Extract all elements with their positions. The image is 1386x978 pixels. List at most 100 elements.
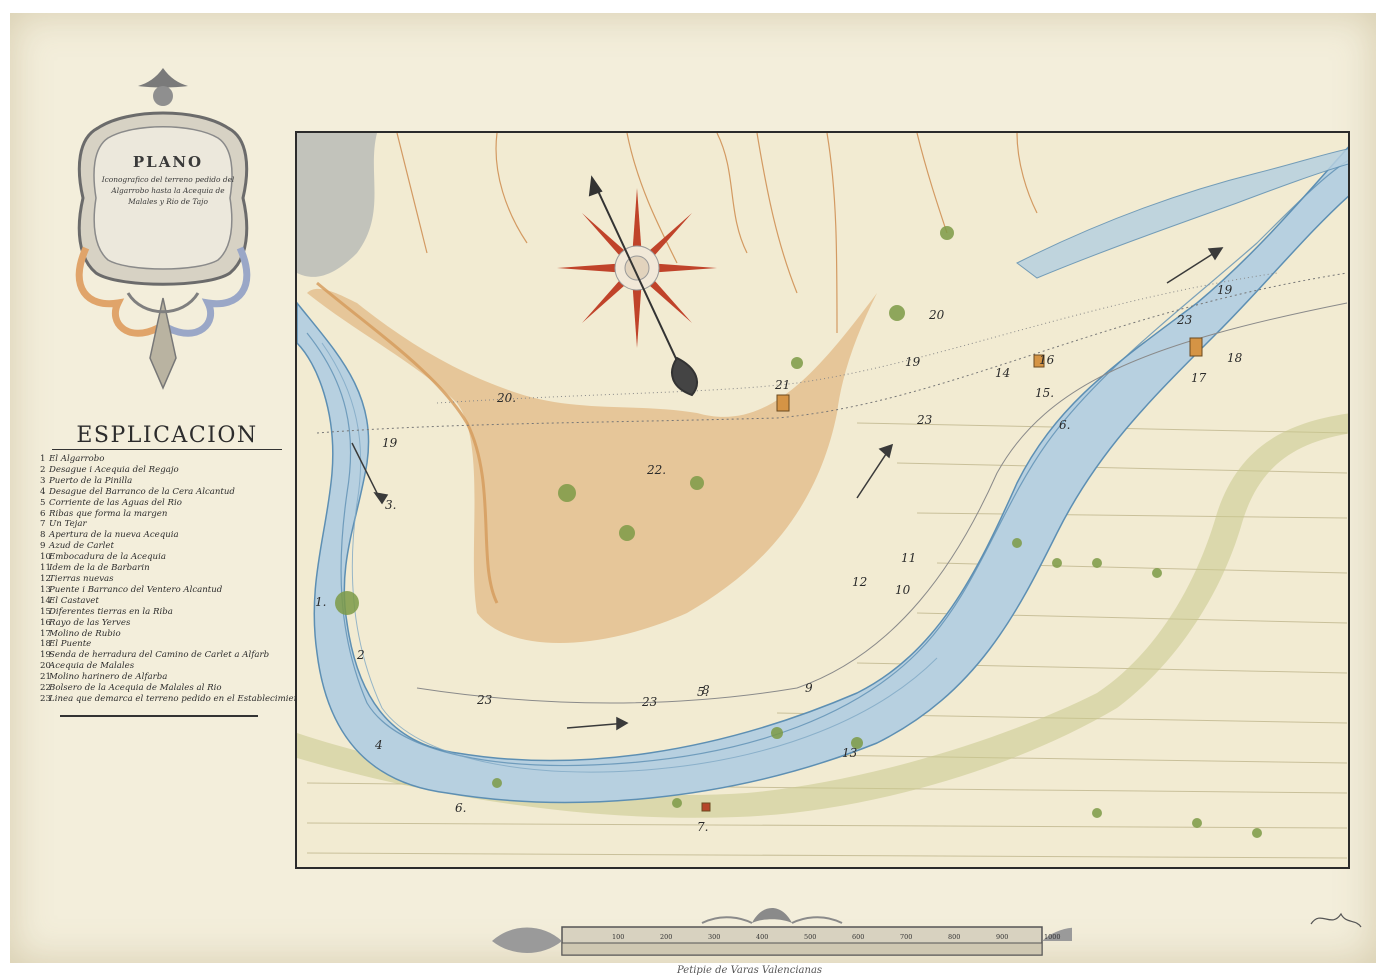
legend-item-text: Idem de la de Barbarin	[49, 563, 150, 574]
legend-item-text: Molino harinero de Alfarba	[49, 672, 168, 683]
legend-item-text: Apertura de la nueva Acequia	[49, 530, 179, 541]
map-label-6b: 6.	[1059, 418, 1071, 432]
legend-item-number: 21	[40, 672, 51, 683]
legend-item-number: 10	[40, 552, 51, 563]
map-label-13: 13	[842, 746, 858, 760]
map-sheet: PLANO Iconografico del terreno pedido de…	[10, 13, 1376, 976]
legend-item-number: 1	[40, 454, 46, 464]
scale-tick-label: 100	[612, 933, 625, 941]
legend-item-text: Embocadura de la Acequia	[49, 552, 166, 563]
legend-item-text: Rayo de las Yerves	[49, 617, 131, 628]
legend-item-text: El Puente	[49, 639, 92, 650]
map-drawing	[297, 133, 1348, 859]
map-label-23b: 23	[642, 695, 658, 709]
map-label-20a: 20.	[497, 391, 517, 405]
legend-item-number: 9	[40, 541, 46, 552]
scale-tick-label: 200	[660, 933, 673, 941]
legend-item-number: 20	[40, 661, 51, 672]
map-label-3: 3.	[385, 498, 397, 512]
legend-item: 18El Puente	[40, 639, 290, 650]
legend-item-number: 13	[40, 584, 51, 595]
demarcation-line-23	[416, 302, 1348, 704]
legend-item-number: 22	[40, 683, 51, 694]
legend-item: 21Molino harinero de Alfarba	[40, 672, 290, 683]
scale-tick-label: 800	[948, 933, 961, 941]
map-label-19b: 19	[905, 355, 921, 369]
vegetation-clumps	[335, 226, 1262, 838]
legend-item-text: Tierras nuevas	[49, 573, 114, 584]
legend-item: 14El Castavet	[40, 596, 290, 607]
map-label-17: 17	[1191, 371, 1207, 385]
map-label-1: 1.	[315, 595, 327, 609]
legend-item-text: Un Tejar	[49, 519, 87, 530]
legend-item-text: Linea que demarca el terreno pedido en e…	[49, 693, 308, 704]
legend-item-number: 4	[40, 486, 46, 497]
map-label-23d: 23	[1177, 313, 1193, 327]
map-label-9: 9	[805, 681, 813, 695]
scale-tick-label: 900	[996, 933, 1009, 941]
map-label-22: 22.	[647, 463, 667, 477]
compass-rose-icon	[557, 188, 717, 348]
legend-item: 22Bolsero de la Acequia de Malales al Ri…	[40, 683, 290, 694]
map-label-2: 2	[357, 648, 365, 662]
title-cartouche: PLANO Iconografico del terreno pedido de…	[68, 58, 258, 393]
legend-item-number: 17	[40, 628, 51, 639]
legend-item-number: 5	[40, 497, 46, 508]
map-label-10: 10	[895, 583, 911, 597]
map-label-23c: 23	[917, 413, 933, 427]
legend-item-text: Azud de Carlet	[49, 541, 114, 552]
scale-ornament-icon	[492, 908, 1072, 956]
legend-item-number: 12	[40, 573, 51, 584]
river-main	[297, 146, 1348, 804]
legend-item-number: 6	[40, 508, 46, 519]
legend-title: ESPLICACION	[52, 423, 282, 450]
legend-item: 16Rayo de las Yerves	[40, 618, 290, 629]
legend-item-number: 16	[40, 617, 51, 628]
legend-item-text: Corriente de las Aguas del Rio	[49, 497, 182, 508]
legend-item: 19Senda de herradura del Camino de Carle…	[40, 650, 290, 661]
map-frame: 1. 2 3. 4 5. 6. 6. 7. 8 9 10 11 12 13 14…	[295, 131, 1350, 869]
map-label-5: 5.	[697, 685, 709, 699]
legend-item: 17Molino de Rubio	[40, 629, 290, 640]
legend-item-text: Bolsero de la Acequia de Malales al Rio	[49, 683, 222, 694]
river-branch	[1016, 148, 1348, 279]
northwest-hill	[297, 133, 377, 277]
meander-terrain	[307, 288, 877, 643]
scale-tick-label: 400	[756, 933, 769, 941]
legend-item: 15Diferentes tierras en la Riba	[40, 607, 290, 618]
legend-item-text: Desague del Barranco de la Cera Alcantud	[49, 486, 235, 497]
legend-item: 23Linea que demarca el terreno pedido en…	[40, 693, 308, 705]
cartouche-frame-icon	[75, 68, 251, 390]
scale-tick-label: 500	[804, 933, 817, 941]
map-label-21: 21	[775, 378, 791, 392]
map-label-19c: 19	[382, 436, 398, 450]
legend-item-number: 8	[40, 530, 46, 541]
signature-icon	[1310, 912, 1362, 928]
cartouche-subtitle: Iconografico del terreno pedido del Alga…	[101, 175, 235, 206]
map-label-8: 8	[702, 683, 710, 697]
legend-item-number: 11	[40, 563, 51, 574]
legend-item-number: 19	[40, 650, 51, 661]
legend-item-number: 23	[40, 693, 51, 704]
scale-tick-label: 1000	[1044, 933, 1061, 941]
mill-building-icon	[701, 337, 1203, 812]
legend-item-number: 18	[40, 639, 51, 650]
legend-item-text: Ribas que forma la margen	[49, 508, 168, 519]
legend-item-text: El Castavet	[49, 595, 99, 606]
map-label-11: 11	[901, 551, 917, 565]
map-label-18: 18	[1227, 351, 1243, 365]
cartouche-title: PLANO	[132, 153, 204, 171]
northern-ravines	[396, 133, 1038, 334]
legend-item: 11Idem de la de Barbarin	[40, 563, 290, 574]
map-label-15: 15.	[1035, 386, 1055, 400]
legend-item-text: Senda de herradura del Camino de Carlet …	[49, 650, 270, 661]
